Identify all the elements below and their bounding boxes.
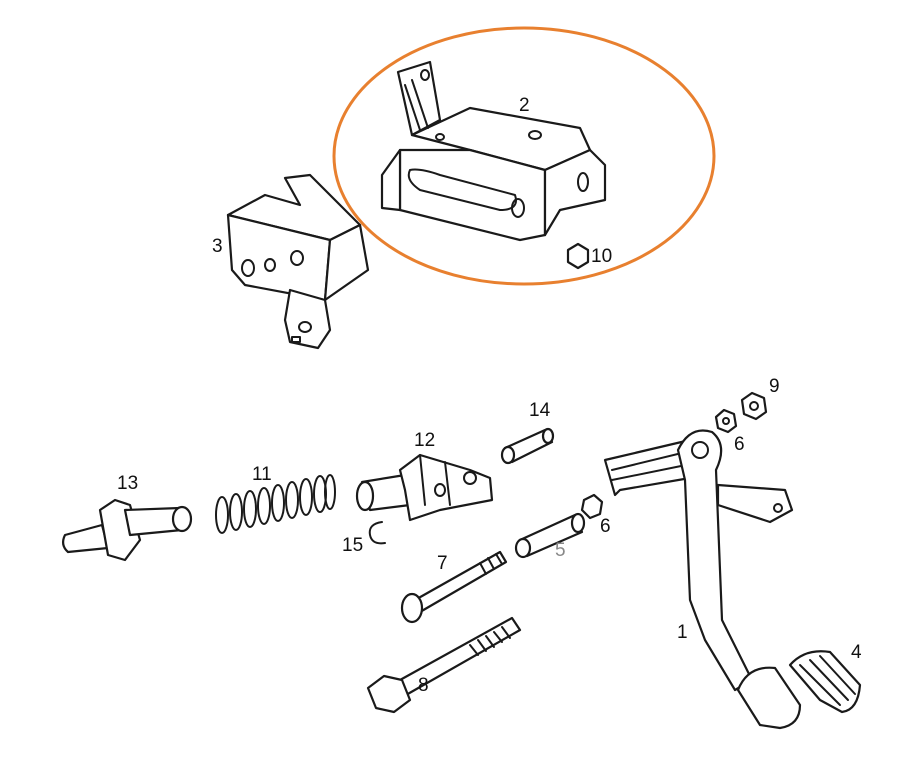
part-14-pin bbox=[500, 427, 555, 465]
part-6-nut-lower bbox=[580, 493, 604, 520]
part-2-bracket bbox=[380, 60, 607, 242]
part-8-hex-bolt bbox=[366, 616, 522, 714]
part-11-spring bbox=[215, 474, 336, 534]
label-part-14: 14 bbox=[529, 400, 551, 421]
part-4-pedal-pad bbox=[788, 650, 862, 714]
part-9-nut bbox=[740, 391, 768, 421]
label-part-12: 12 bbox=[414, 430, 436, 451]
label-part-2: 2 bbox=[519, 95, 530, 116]
label-part-9: 9 bbox=[769, 376, 780, 397]
label-part-13: 13 bbox=[117, 473, 139, 494]
part-12-clevis bbox=[355, 453, 494, 522]
highlight-ellipse bbox=[332, 26, 716, 286]
label-part-5: 5 bbox=[555, 540, 566, 561]
part-7-bolt bbox=[400, 550, 508, 624]
label-part-6-lower: 6 bbox=[600, 516, 611, 537]
label-part-10: 10 bbox=[591, 246, 613, 267]
label-part-8: 8 bbox=[418, 675, 429, 696]
part-1-pedal-arm bbox=[603, 429, 802, 730]
label-part-15: 15 bbox=[342, 535, 364, 556]
part-13-pushrod bbox=[61, 498, 193, 562]
part-15-circlip bbox=[368, 521, 386, 545]
part-6-nut-upper bbox=[714, 408, 738, 434]
label-part-7: 7 bbox=[437, 553, 448, 574]
label-part-11: 11 bbox=[252, 464, 272, 485]
part-3-block bbox=[226, 173, 370, 350]
label-part-1: 1 bbox=[677, 622, 688, 643]
label-part-4: 4 bbox=[851, 642, 862, 663]
label-part-6-upper: 6 bbox=[734, 434, 745, 455]
part-10-nut bbox=[566, 242, 590, 270]
label-part-3: 3 bbox=[212, 236, 223, 257]
part-5-bushing bbox=[514, 512, 586, 559]
